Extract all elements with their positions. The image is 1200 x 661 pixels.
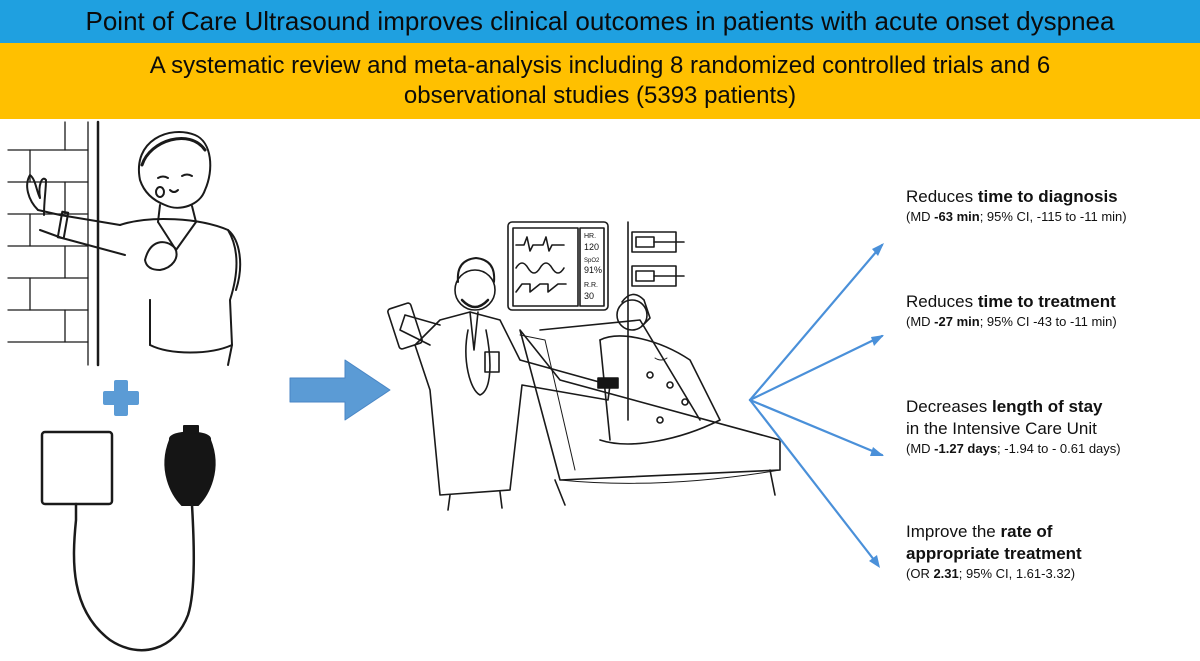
subtitle-banner: A systematic review and meta-analysis in… [0, 43, 1200, 119]
finding-time-to-treatment: Reduces time to treatment (MD -27 min; 9… [906, 292, 1117, 329]
hr-label: HR. [584, 233, 596, 240]
vital-signs-monitor: HR. 120 SpO2 91% R.R. 30 [507, 221, 609, 311]
title-banner: Point of Care Ultrasound improves clinic… [0, 0, 1200, 43]
arrowheads [869, 243, 884, 568]
branching-arrows [748, 243, 884, 567]
page-subtitle: A systematic review and meta-analysis in… [149, 52, 1051, 109]
right-arrow-icon [289, 359, 391, 421]
ultrasound-device-illustration [40, 425, 216, 652]
spo2-label: SpO2 [584, 258, 600, 264]
plus-icon [103, 380, 139, 416]
icu-scene-illustration: HR. 120 SpO2 91% R.R. 30 [387, 221, 781, 511]
illustration-panel: HR. 120 SpO2 91% R.R. 30 [7, 120, 884, 652]
rr-label: R.R. [584, 282, 598, 289]
finding-length-of-stay: Decreases length of stay in the Intensiv… [906, 397, 1121, 456]
brick-wall [7, 120, 100, 367]
hr-value: 120 [584, 242, 599, 252]
page-title: Point of Care Ultrasound improves clinic… [85, 6, 1115, 36]
spo2-value: 91% [584, 265, 602, 275]
rr-value: 30 [584, 291, 594, 301]
dyspneic-patient-illustration [7, 120, 242, 367]
finding-time-to-diagnosis: Reduces time to diagnosis (MD -63 min; 9… [906, 187, 1127, 224]
finding-appropriate-treatment: Improve the rate of appropriate treatmen… [906, 522, 1082, 581]
